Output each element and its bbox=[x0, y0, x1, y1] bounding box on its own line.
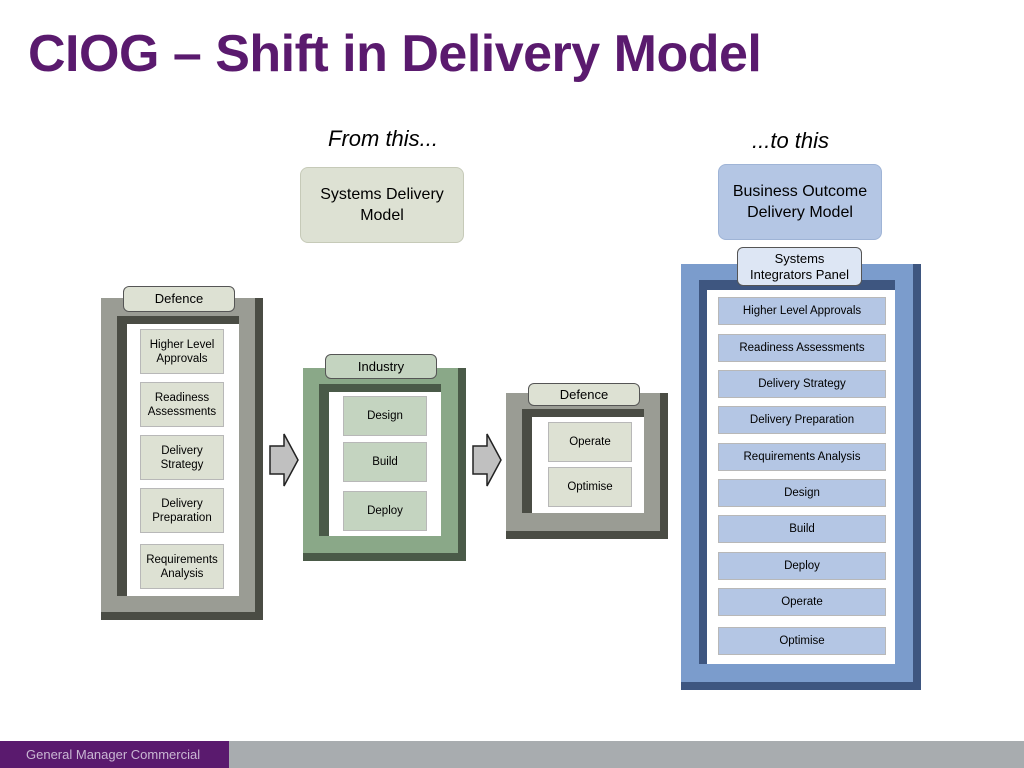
integrators-label: Systems Integrators Panel bbox=[737, 247, 862, 286]
list-item: Optimise bbox=[718, 627, 886, 655]
list-item: Higher Level Approvals bbox=[718, 297, 886, 325]
page-title: CIOG – Shift in Delivery Model bbox=[28, 25, 762, 83]
systems-delivery-model-box: Systems Delivery Model bbox=[300, 167, 464, 243]
list-item: Delivery Preparation bbox=[718, 406, 886, 434]
list-item: Operate bbox=[548, 422, 632, 462]
right-arrow-icon bbox=[472, 433, 502, 487]
list-item: Delivery Preparation bbox=[140, 488, 224, 533]
defence-right-frame bbox=[506, 393, 668, 539]
list-item: Optimise bbox=[548, 467, 632, 507]
defence-left-label: Defence bbox=[123, 286, 235, 312]
list-item: Higher Level Approvals bbox=[140, 329, 224, 374]
business-outcome-delivery-model-box: Business Outcome Delivery Model bbox=[718, 164, 882, 240]
list-item: Requirements Analysis bbox=[718, 443, 886, 471]
list-item: Design bbox=[343, 396, 427, 436]
right-arrow-icon bbox=[269, 433, 299, 487]
footer-label: General Manager Commercial bbox=[0, 741, 229, 768]
list-item: Deploy bbox=[718, 552, 886, 580]
industry-label: Industry bbox=[325, 354, 437, 379]
list-item: Design bbox=[718, 479, 886, 507]
defence-right-label: Defence bbox=[528, 383, 640, 406]
list-item: Readiness Assessments bbox=[718, 334, 886, 362]
list-item: Operate bbox=[718, 588, 886, 616]
footer-bar bbox=[229, 741, 1024, 768]
list-item: Delivery Strategy bbox=[140, 435, 224, 480]
list-item: Build bbox=[343, 442, 427, 482]
to-caption: ...to this bbox=[752, 128, 830, 153]
list-item: Readiness Assessments bbox=[140, 382, 224, 427]
from-caption: From this... bbox=[328, 126, 439, 151]
list-item: Deploy bbox=[343, 491, 427, 531]
list-item: Requirements Analysis bbox=[140, 544, 224, 589]
list-item: Delivery Strategy bbox=[718, 370, 886, 398]
list-item: Build bbox=[718, 515, 886, 543]
